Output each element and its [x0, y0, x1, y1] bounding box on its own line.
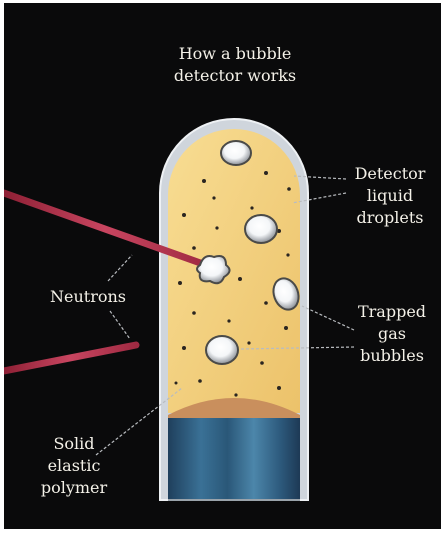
leader-neutrons-a	[108, 255, 132, 281]
solid-polymer-base	[168, 418, 300, 500]
diagram-title: How a bubble detector works	[160, 43, 310, 87]
gas-bubble	[245, 215, 277, 243]
diagram-canvas: How a bubble detector works Detector liq…	[4, 3, 441, 529]
leader-neutrons-b	[110, 311, 130, 339]
gas-bubble	[206, 336, 238, 364]
label-solid-polymer: Solid elastic polymer	[24, 433, 124, 499]
label-detector-liquid: Detector liquid droplets	[338, 163, 441, 229]
label-neutrons: Neutrons	[38, 286, 138, 308]
gas-bubble	[221, 141, 251, 165]
detector-liquid-region	[168, 129, 300, 413]
label-trapped-gas: Trapped gas bubbles	[344, 301, 440, 367]
neutron-beam-lower	[4, 345, 136, 371]
